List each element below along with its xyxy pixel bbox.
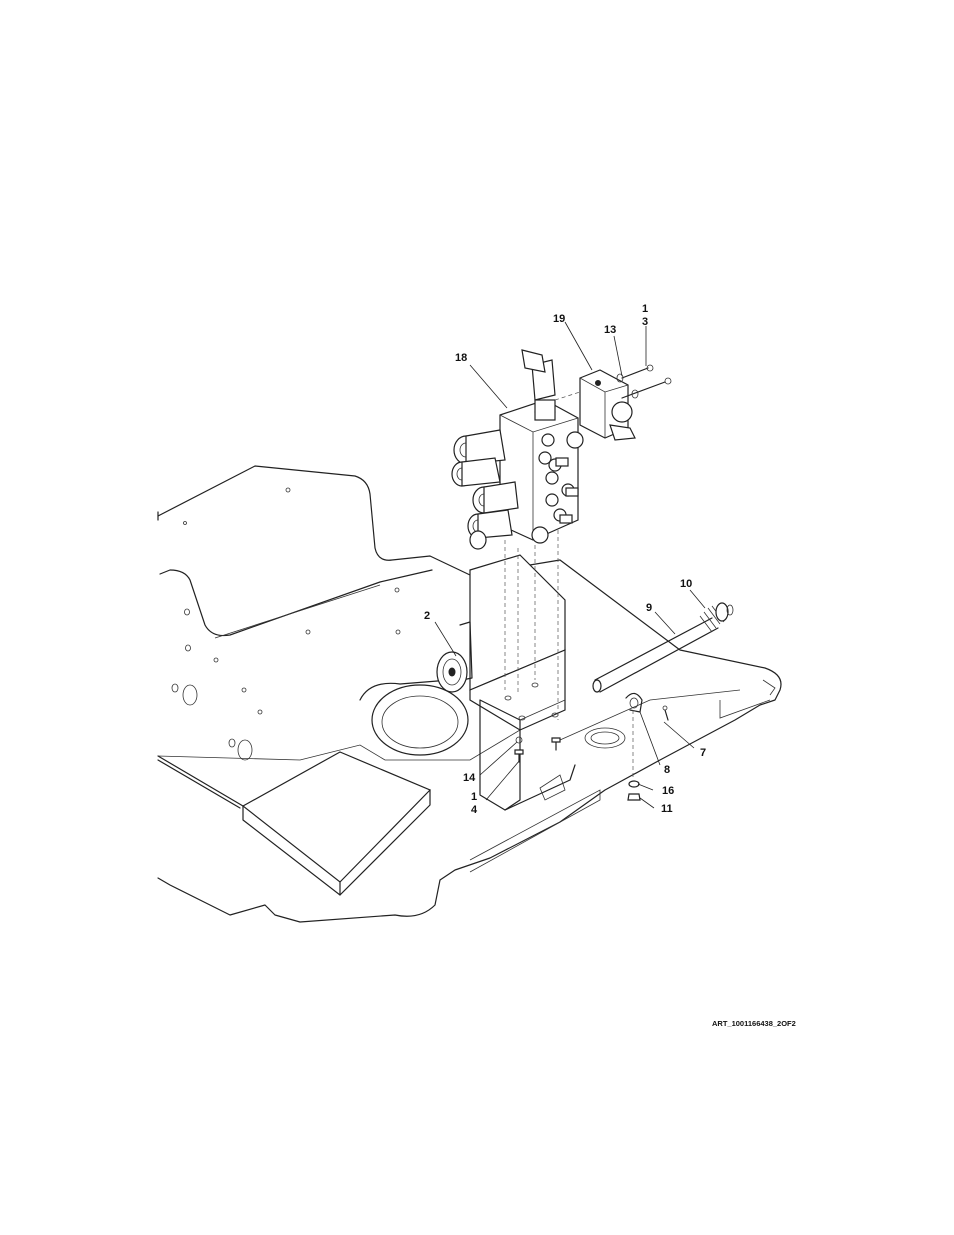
callout-11: 11 [661,803,673,815]
callout-14: 14 [463,772,476,784]
hose-assembly [593,603,733,692]
callout-10: 10 [680,578,692,590]
callout-18: 18 [455,352,467,364]
callout-labels: 1 3 19 13 18 10 9 2 7 8 14 1 4 16 11 [424,303,706,816]
callout-8: 8 [664,764,670,776]
callout-4: 4 [471,804,478,816]
callout-7: 7 [700,747,706,759]
art-id: ART_1001166438_2OF2 [712,1019,796,1028]
callout-3: 3 [642,316,648,328]
callout-9: 9 [646,602,652,614]
callout-1-top: 1 [642,303,648,315]
callout-2: 2 [424,610,430,622]
horn [437,622,472,692]
callout-1-bottom: 1 [471,791,477,803]
bracket-fasteners [515,737,560,762]
callout-16: 16 [662,785,674,797]
callout-19: 19 [553,313,565,325]
side-holes [172,488,400,760]
valve-mount-bracket [470,555,575,810]
callout-13: 13 [604,324,616,336]
